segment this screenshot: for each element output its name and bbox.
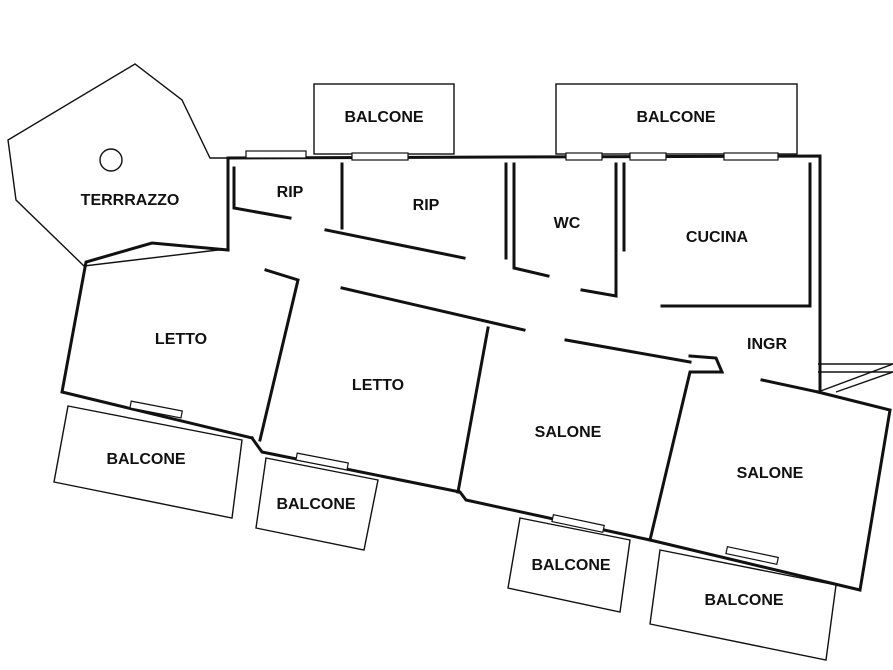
window xyxy=(551,513,605,534)
balcony-labels: BALCONE BALCONE BALCONE BALCONE BALCONE … xyxy=(106,109,783,609)
window xyxy=(725,545,779,566)
window xyxy=(629,152,667,161)
room-label-salone-2: SALONE xyxy=(737,465,804,482)
window xyxy=(295,452,349,471)
room-label-wc: WC xyxy=(554,215,581,232)
window xyxy=(723,152,779,161)
balcony-bottom-4 xyxy=(649,549,837,661)
balcony-label-bottom-2: BALCONE xyxy=(276,496,355,513)
balcony-label-bottom-3: BALCONE xyxy=(531,557,610,574)
room-label-cucina: CUCINA xyxy=(686,229,749,246)
windows xyxy=(129,150,779,566)
balcony-bottom-2 xyxy=(255,457,379,551)
window xyxy=(565,152,603,161)
window xyxy=(129,400,183,419)
room-label-terrazzo: TERRRAZZO xyxy=(81,192,180,209)
window xyxy=(351,152,409,161)
balcony-label-bottom-4: BALCONE xyxy=(704,592,783,609)
interior-walls xyxy=(232,162,820,542)
room-labels: TERRRAZZO RIP RIP WC CUCINA INGR LETTO L… xyxy=(81,184,804,482)
balcony-bottom-1 xyxy=(53,405,243,519)
terrace-circle xyxy=(99,148,123,172)
room-label-rip-small: RIP xyxy=(277,184,304,201)
room-label-letto-1: LETTO xyxy=(155,331,207,348)
balcony-bottom-3 xyxy=(507,517,631,613)
exterior-walls xyxy=(60,154,893,592)
room-label-salone-1: SALONE xyxy=(535,424,602,441)
balcony-label-top-right: BALCONE xyxy=(636,109,715,126)
balcony-label-bottom-1: BALCONE xyxy=(106,451,185,468)
terrace xyxy=(7,63,229,267)
room-label-ingr: INGR xyxy=(747,336,787,353)
room-label-letto-2: LETTO xyxy=(352,377,404,394)
balcony-top-right xyxy=(555,83,798,155)
room-label-rip: RIP xyxy=(413,197,440,214)
balcony-label-top-left: BALCONE xyxy=(344,109,423,126)
window xyxy=(245,150,307,159)
